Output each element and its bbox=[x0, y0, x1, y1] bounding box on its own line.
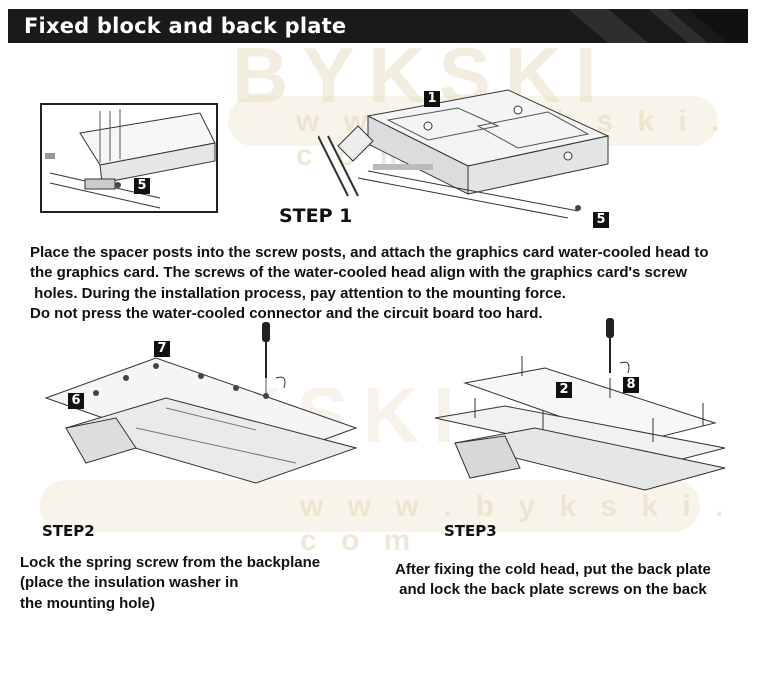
step1-instruction-line: holes. During the installation process, … bbox=[30, 285, 566, 302]
step1-label: STEP 1 bbox=[279, 205, 353, 227]
callout-6: 6 bbox=[68, 393, 84, 409]
callout-5-right: 5 bbox=[593, 212, 609, 228]
step2-instruction-line: the mounting hole) bbox=[20, 595, 155, 612]
step1-instruction-line: Place the spacer posts into the screw po… bbox=[30, 244, 709, 261]
step3-instruction-line: and lock the back plate screws on the ba… bbox=[395, 581, 707, 598]
step2-instruction-line: Lock the spring screw from the backplane bbox=[20, 554, 321, 571]
step2-label: STEP2 bbox=[42, 522, 95, 540]
header-banner-shape bbox=[8, 9, 748, 43]
step3-instruction-line: After fixing the cold head, put the back… bbox=[395, 561, 711, 578]
step3-label: STEP3 bbox=[444, 522, 497, 540]
callout-8: 8 bbox=[623, 377, 639, 393]
watermark-band bbox=[40, 480, 700, 532]
callout-2: 2 bbox=[556, 382, 572, 398]
step3-illustration bbox=[425, 318, 735, 503]
step1-main-illustration bbox=[317, 86, 618, 231]
section-header: Fixed block and back plate bbox=[8, 9, 748, 43]
callout-5-left: 5 bbox=[134, 178, 150, 194]
step1-instruction-line: Do not press the water-cooled connector … bbox=[30, 305, 543, 322]
step1-detail-illustration bbox=[40, 103, 218, 218]
step1-instruction-line: the graphics card. The screws of the wat… bbox=[30, 264, 688, 281]
url-watermark: w w w . b y k s k i . c o m bbox=[300, 490, 732, 557]
step2-illustration bbox=[36, 318, 366, 498]
callout-7: 7 bbox=[154, 341, 170, 357]
page-title: Fixed block and back plate bbox=[24, 14, 347, 38]
step2-instruction-line: (place the insulation washer in bbox=[20, 574, 239, 591]
callout-1: 1 bbox=[424, 91, 440, 107]
